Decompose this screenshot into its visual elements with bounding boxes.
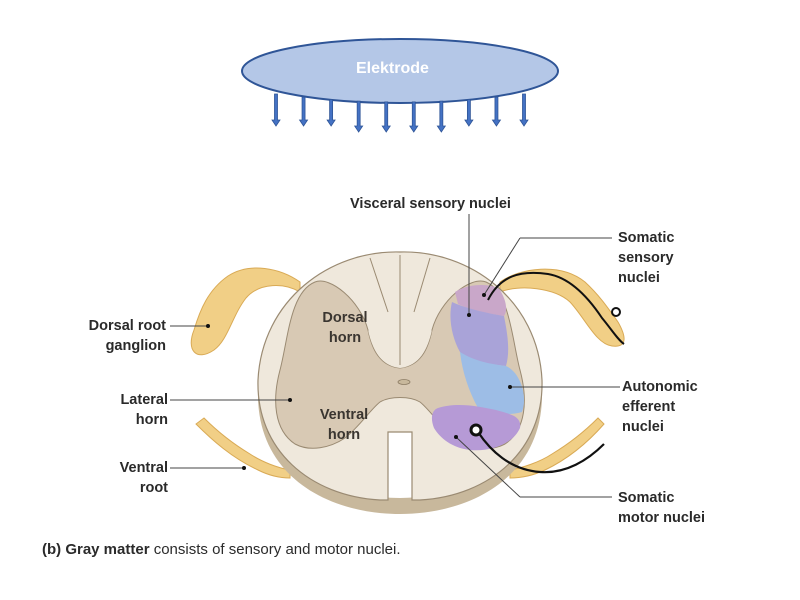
electrode-arrows — [271, 93, 529, 133]
label-dorsal-root-ganglion: Dorsal root ganglion — [88, 318, 166, 354]
autonomic-region — [460, 352, 525, 415]
caption-rest: consists of sensory and motor nuclei. — [153, 541, 401, 558]
down-arrow-icon — [326, 99, 336, 127]
dorsal-root-left — [190, 267, 301, 356]
down-arrow-icon — [353, 100, 364, 133]
label-somatic-sensory: Somatic sensory nuclei — [618, 230, 675, 286]
down-arrow-icon — [381, 101, 391, 133]
label-lateral-horn: Lateral horn — [120, 392, 168, 428]
label-dorsal-horn: Dorsal horn — [322, 310, 368, 346]
down-arrow-icon — [519, 93, 529, 127]
leader-dots — [206, 293, 512, 470]
label-ventral-root: Ventral root — [119, 460, 168, 496]
electrode-label: Elektrode — [356, 60, 429, 77]
central-canal — [397, 379, 411, 385]
down-arrow-icon — [491, 96, 502, 127]
electrode-ellipse — [241, 38, 559, 104]
down-arrow-icon — [298, 96, 309, 127]
dorsal-root-right — [499, 268, 625, 347]
caption-bold: Gray matter — [65, 541, 150, 558]
down-arrow-icon — [464, 99, 474, 127]
leader-lines — [170, 214, 620, 498]
dorsal-septum-left — [369, 257, 389, 313]
figure-caption: (b) Gray matter consists of sensory and … — [42, 541, 401, 558]
motor-neuron-soma — [469, 423, 483, 437]
down-arrow-icon — [271, 93, 281, 127]
motor-neuron-axon — [477, 431, 605, 474]
label-autonomic-efferent: Autonomic efferent nuclei — [622, 379, 698, 435]
dorsal-septum-right — [413, 257, 431, 313]
electrode — [241, 38, 559, 133]
visceral-sensory-region — [450, 302, 509, 366]
label-visceral-sensory: Visceral sensory nuclei — [350, 196, 511, 212]
sensory-neuron-fiber — [487, 271, 625, 345]
down-arrow-icon — [436, 100, 447, 133]
label-ventral-horn: Ventral horn — [319, 407, 369, 443]
down-arrow-icon — [409, 101, 419, 133]
caption-prefix: (b) — [42, 541, 62, 558]
sensory-neuron-soma — [611, 307, 621, 317]
label-somatic-motor: Somatic motor nuclei — [618, 490, 706, 526]
